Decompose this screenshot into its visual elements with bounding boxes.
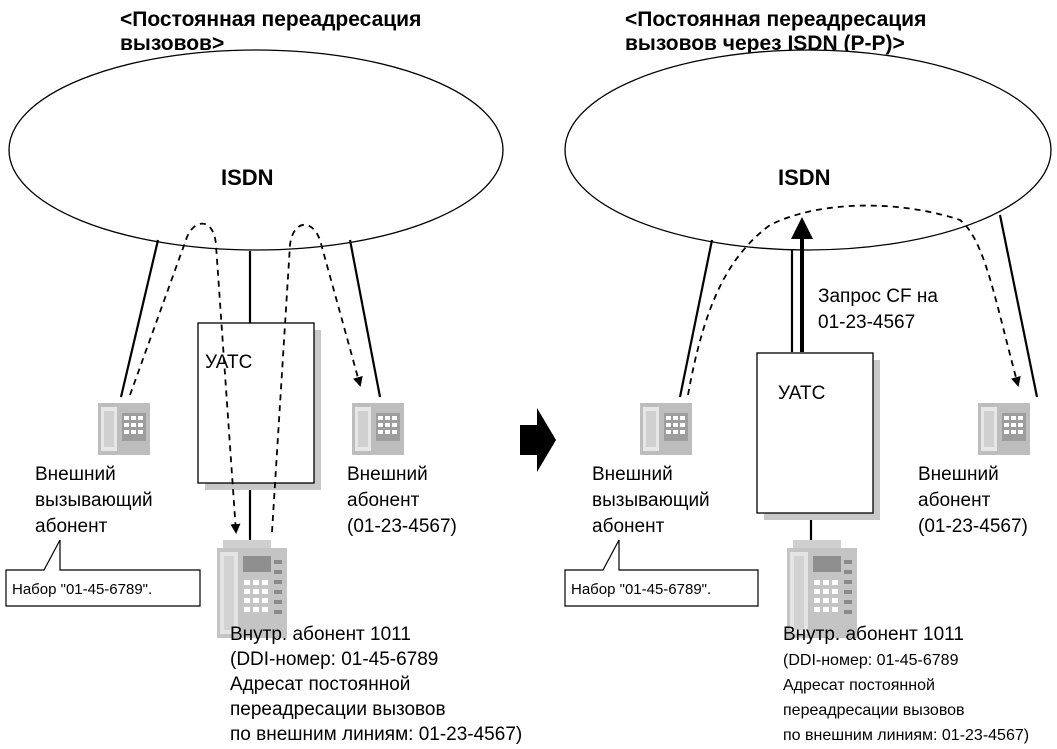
right-callee-line [998,214,1039,398]
right-cf-request-label-2: 01-23-4567 [818,312,915,333]
left-callee-line [348,239,382,398]
left-caller-label-2: вызывающий [35,490,153,511]
left-callee-label-1: Внешний [347,464,428,485]
right-arrow-icon [520,408,556,472]
left-isdn-cloud [8,49,504,251]
right-diagram: <Постоянная переадресация вызовов через … [564,8,1052,744]
left-caller-label-3: абонент [35,516,108,537]
left-title-line1: <Постоянная переадресация [120,8,421,31]
left-pbx-box [197,322,315,484]
right-callee-label-1: Внешний [918,464,999,485]
left-incoming-call-path [129,222,241,534]
left-caller-phone-icon [98,403,150,455]
left-extension-label-3: Адресат постоянной [230,674,410,695]
right-caller-label-3: абонент [592,516,665,537]
right-callee-label-2: абонент [918,490,991,511]
right-extension-label-4: переадресации вызовов [783,702,965,719]
left-diagram: <Постоянная переадресация вызовов> ISDN … [5,8,522,745]
right-caller-phone-icon [640,403,692,455]
right-title-line2: вызовов через ISDN (P-P)> [625,32,905,55]
left-extension-label-4: переадресации вызовов [230,699,446,720]
left-pbx-label: УАТС [205,352,252,373]
right-cf-request-label-1: Запрос CF на [818,286,938,307]
left-callee-phone-icon [352,403,404,455]
left-extension-label-5: по внешним линиям: 01-23-4567) [230,724,522,745]
right-title-line1: <Постоянная переадресация [625,8,926,31]
right-dial-bubble-text: Набор "01-45-6789". [571,581,711,598]
right-callee-phone-icon [978,403,1030,455]
left-callee-label-3: (01-23-4567) [347,516,457,537]
left-extension-label-1: Внутр. абонент 1011 [230,624,411,645]
right-extension-label-2: (DDI-номер: 01-45-6789 [783,652,959,669]
right-extension-label-5: по внешним линиям: 01-23-4567) [783,727,1029,744]
right-dial-bubble [564,539,759,607]
left-dial-bubble-text: Набор "01-45-6789". [12,581,152,598]
right-isdn-cloud [564,49,1052,251]
right-caller-label-2: вызывающий [592,490,710,511]
right-caller-label-1: Внешний [592,464,673,485]
left-extension-label-2: (DDI-номер: 01-45-6789 [230,649,438,670]
right-isdn-label: ISDN [778,165,831,190]
right-extension-label-1: Внутр. абонент 1011 [783,624,964,645]
left-forwarded-call-path [271,223,363,533]
right-extension-label-3: Адресат постоянной [783,677,935,694]
left-dial-bubble [5,539,201,607]
right-forwarded-call-path [687,204,1021,396]
right-callee-label-3: (01-23-4567) [918,516,1028,537]
left-caller-line [119,239,160,398]
right-pbx-label: УАТС [778,383,825,404]
right-caller-line [678,239,714,398]
left-caller-label-1: Внешний [35,464,116,485]
left-callee-label-2: абонент [347,490,420,511]
left-isdn-label: ISDN [221,165,274,190]
right-pbx-box [756,352,874,514]
left-title-line2: вызовов> [120,32,224,55]
